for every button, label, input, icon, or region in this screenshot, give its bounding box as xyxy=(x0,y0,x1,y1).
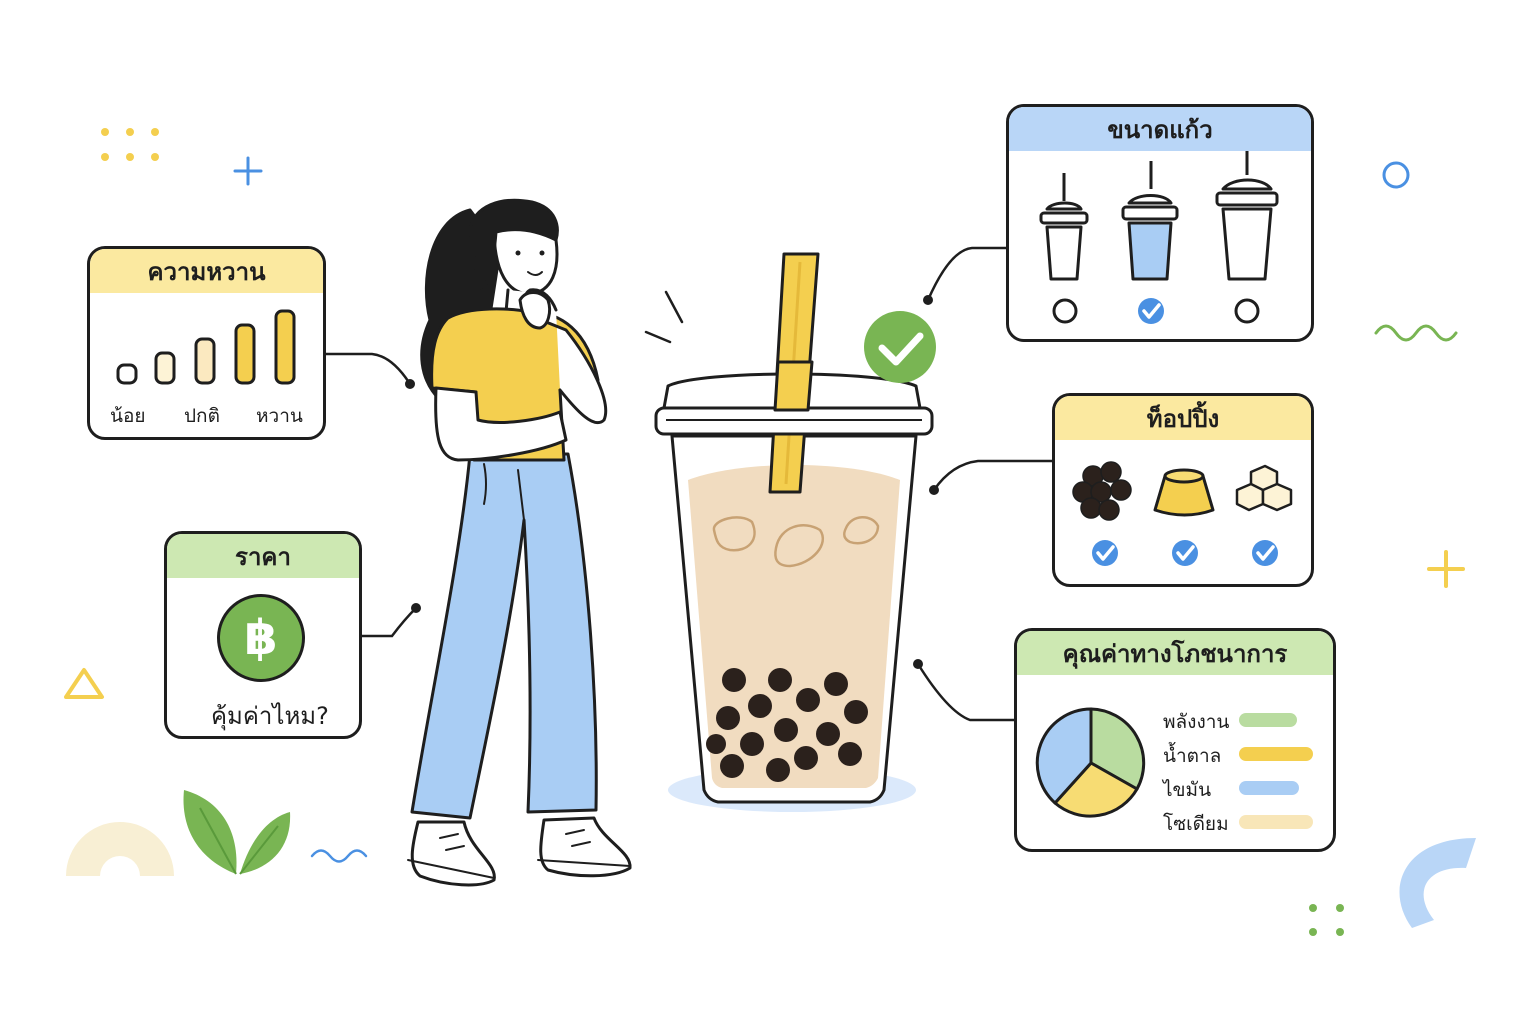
nutrition-label-sodium: โซเดียม xyxy=(1163,813,1229,835)
decor-arc-blue xyxy=(1399,838,1476,928)
sweetness-level-icons xyxy=(116,309,296,385)
price-card: ราคา ฿ คุ้มค่าไหม? xyxy=(164,531,362,739)
decor-plus-blue xyxy=(233,156,263,186)
decor-leaves xyxy=(183,790,291,875)
decor-arch-cream xyxy=(66,822,174,876)
price-question: คุ้มค่าไหม? xyxy=(211,702,329,730)
cup-size-title: ขนาดแก้ว xyxy=(1009,107,1311,151)
nutrition-bar-sodium xyxy=(1239,815,1313,829)
toppings-options xyxy=(1072,461,1293,566)
nutrition-bar-sugar xyxy=(1239,747,1313,761)
cup-small-radio xyxy=(1052,298,1078,324)
sweetness-card: ความหวาน น้อย ปกติ หวาน xyxy=(87,246,326,440)
pudding-icon xyxy=(1153,468,1215,517)
bubble-tea-cup xyxy=(654,252,936,812)
decor-plus-yellow xyxy=(1427,550,1465,588)
cup-large-icon xyxy=(1215,151,1279,281)
cup-medium-radio-checked-icon xyxy=(1138,298,1164,324)
sweetness-title: ความหวาน xyxy=(90,249,323,293)
person-illustration xyxy=(407,198,632,887)
decor-dots-green xyxy=(1309,904,1344,936)
jelly-cubes-icon xyxy=(1235,464,1293,512)
decor-dots-yellow xyxy=(101,128,159,161)
cup-size-card: ขนาดแก้ว xyxy=(1006,104,1314,342)
nutrition-title: คุณค่าทางโภชนาการ xyxy=(1017,631,1333,675)
connector-dots xyxy=(405,295,939,669)
toppings-title: ท็อปปิ้ง xyxy=(1055,396,1311,440)
approval-check-icon xyxy=(864,311,936,383)
decor-triangle-yellow xyxy=(64,668,104,699)
cup-small-icon xyxy=(1039,173,1089,281)
topping-checked-icons xyxy=(1092,540,1278,566)
nutrition-label-fat: ไขมัน xyxy=(1163,779,1212,801)
nutrition-label-energy: พลังงาน xyxy=(1163,711,1230,733)
sweetness-label-low: น้อย xyxy=(110,405,146,427)
price-title: ราคา xyxy=(167,534,359,578)
toppings-card: ท็อปปิ้ง xyxy=(1052,393,1314,587)
decor-squiggle-green xyxy=(1374,324,1458,342)
cup-size-options xyxy=(1039,151,1279,324)
nutrition-card: คุณค่าทางโภชนาการ พลังงาน น้ำตาล ไขมัน โ… xyxy=(1014,628,1336,852)
cup-medium-icon xyxy=(1121,161,1179,281)
decor-circle-blue xyxy=(1382,161,1410,189)
nutrition-bar-fat xyxy=(1239,781,1299,795)
nutrition-label-sugar: น้ำตาล xyxy=(1163,745,1222,767)
cup-large-radio xyxy=(1234,298,1260,324)
pearls-icon xyxy=(1072,461,1132,521)
sweetness-label-normal: ปกติ xyxy=(184,405,220,427)
decor-squiggle-blue xyxy=(310,849,368,863)
nutrition-bar-energy xyxy=(1239,713,1297,727)
baht-coin-icon: ฿ xyxy=(217,594,305,682)
thought-marks xyxy=(644,290,684,344)
nutrition-pie-icon xyxy=(1035,707,1146,818)
sweetness-label-sweet: หวาน xyxy=(256,405,303,427)
